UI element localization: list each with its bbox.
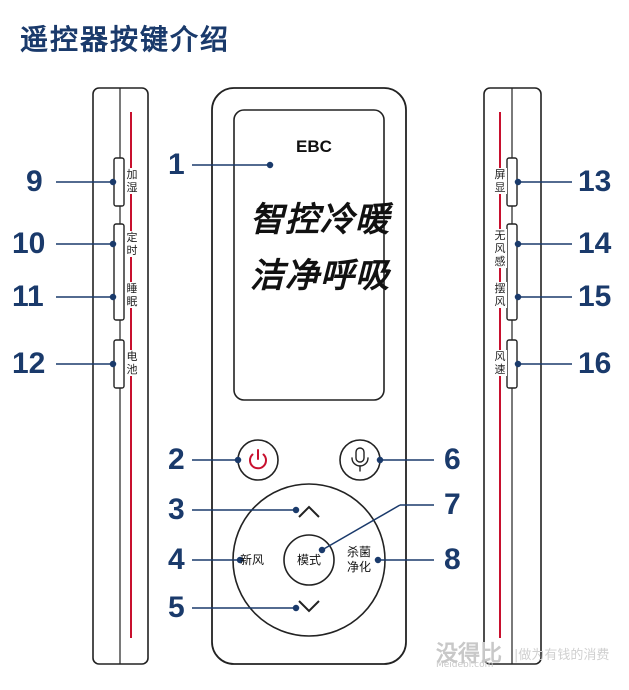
callout-6: 6 bbox=[444, 443, 461, 476]
front-view bbox=[211, 87, 407, 665]
callout-15: 15 bbox=[578, 280, 612, 313]
mode-label: 模式 bbox=[296, 553, 321, 567]
left-side-view bbox=[92, 87, 149, 665]
right-side-view bbox=[483, 87, 542, 665]
fanspeed-label: 风速 bbox=[493, 350, 507, 376]
microphone-icon bbox=[351, 447, 369, 472]
voice-button[interactable] bbox=[339, 439, 381, 481]
sterilize-label: 杀菌净化 bbox=[346, 545, 371, 574]
callout-16: 16 bbox=[578, 347, 612, 380]
callout-5: 5 bbox=[168, 591, 185, 624]
callout-10: 10 bbox=[12, 227, 46, 260]
callout-11: 11 bbox=[12, 280, 44, 313]
chevron-down-icon[interactable] bbox=[298, 600, 320, 613]
callout-12: 12 bbox=[12, 347, 46, 380]
swing-label: 摆风 bbox=[493, 282, 507, 308]
display-label: 屏显 bbox=[493, 168, 507, 194]
sleep-label: 睡眠 bbox=[125, 282, 139, 308]
callout-13: 13 bbox=[578, 165, 612, 198]
display-screen bbox=[233, 109, 385, 401]
callout-14: 14 bbox=[578, 227, 612, 260]
humidify-label: 加湿 bbox=[125, 168, 139, 194]
watermark-logo: 没得比 bbox=[436, 642, 503, 667]
callout-4: 4 bbox=[168, 543, 185, 576]
battery-label: 电池 bbox=[125, 350, 139, 376]
slogan-line-1: 智控冷暖 bbox=[250, 200, 390, 240]
watermark-slogan: |做为有钱的消费 bbox=[514, 648, 610, 663]
timer-sleep-side-button[interactable] bbox=[113, 223, 125, 321]
callout-3: 3 bbox=[168, 493, 185, 526]
timer-label: 定时 bbox=[125, 231, 139, 257]
windfree-label: 无风感 bbox=[493, 229, 507, 268]
power-icon bbox=[249, 449, 267, 470]
callout-7: 7 bbox=[444, 488, 461, 521]
callout-1: 1 bbox=[168, 148, 185, 181]
callout-2: 2 bbox=[168, 443, 185, 476]
brand-logo: EBC bbox=[296, 137, 332, 156]
chevron-up-icon[interactable] bbox=[298, 505, 320, 518]
page-title: 遥控器按键介绍 bbox=[20, 23, 231, 56]
fresh-air-label: 新风 bbox=[239, 553, 264, 567]
callout-9: 9 bbox=[26, 165, 43, 198]
slogan-line-2: 洁净呼吸 bbox=[250, 256, 390, 296]
callout-lines bbox=[56, 161, 572, 612]
watermark-url: Meidebi.com bbox=[436, 660, 494, 670]
callout-8: 8 bbox=[444, 543, 461, 576]
windfree-swing-side-button[interactable] bbox=[506, 223, 518, 321]
